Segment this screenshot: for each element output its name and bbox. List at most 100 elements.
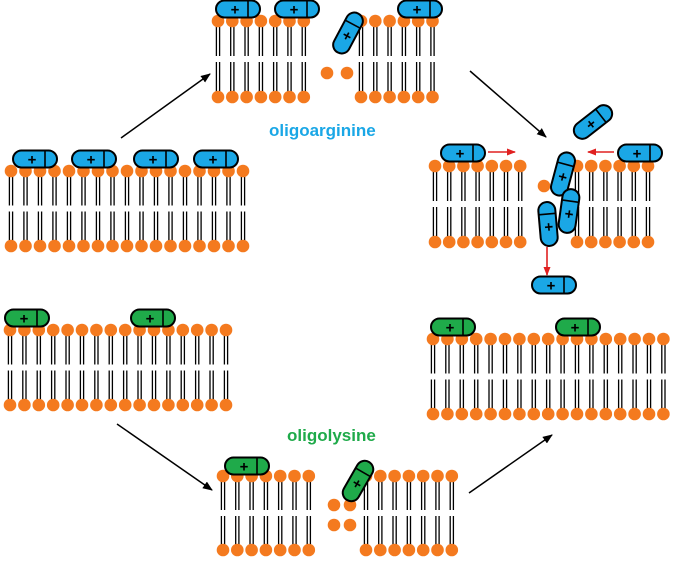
lipid-head — [46, 323, 60, 337]
lipid-head — [441, 407, 454, 421]
lipid-head — [471, 235, 484, 249]
lipid-head — [613, 332, 627, 346]
lipid-head — [118, 398, 132, 412]
lipid-head — [431, 543, 444, 557]
lipid-head — [4, 164, 18, 178]
lipid-head — [585, 407, 598, 421]
lipid-head — [207, 239, 221, 253]
lipid-head — [106, 239, 119, 253]
oligoarginine-peptide: + — [71, 149, 117, 169]
lipid-head — [426, 407, 440, 421]
oligolysine-peptide: + — [341, 459, 375, 503]
lipid-head — [62, 164, 76, 178]
oligoarginine-peptide: + — [397, 0, 443, 19]
lipid-head — [211, 90, 225, 104]
lipid-head — [222, 239, 235, 253]
lipid-head — [613, 407, 627, 421]
lipid-head — [176, 398, 190, 412]
lipid-head — [485, 235, 499, 249]
lipid-head — [359, 543, 373, 557]
oligoarginine-peptide: + — [537, 201, 559, 247]
oligoarginine-peptide: + — [133, 149, 179, 169]
pore-lipid-head — [340, 66, 354, 80]
oligolysine-peptide: + — [430, 317, 476, 337]
oligoarginine-peptide: + — [531, 275, 577, 295]
lipid-head — [471, 159, 484, 173]
oligoarginine-peptide: + — [12, 149, 58, 169]
lipid-head — [584, 159, 598, 173]
oligolysine-peptide: + — [130, 308, 176, 328]
lipid-head — [236, 164, 250, 178]
lipid-head — [18, 398, 31, 412]
lipid-head — [613, 235, 626, 249]
lipid-head — [457, 235, 470, 249]
lipid-head — [75, 398, 89, 412]
lipid-head — [90, 323, 103, 337]
lipid-head — [149, 239, 163, 253]
lipid-head — [499, 159, 513, 173]
lipid-head — [245, 543, 258, 557]
lipid-head — [33, 239, 47, 253]
lipid-head — [162, 398, 175, 412]
membrane-bottom-center — [216, 469, 459, 557]
lipid-head — [19, 239, 32, 253]
lipid-head — [570, 235, 584, 249]
oligoarginine-peptide: + — [193, 149, 239, 169]
lipid-head — [499, 235, 513, 249]
charge-plus-label: + — [209, 152, 218, 169]
lipid-head — [469, 332, 483, 346]
charge-plus-label: + — [561, 208, 579, 219]
charge-plus-label: + — [20, 311, 29, 328]
lipid-head — [527, 407, 541, 421]
oligoarginine-peptide: + — [572, 104, 614, 140]
pore-lipid-head — [327, 518, 341, 532]
lipid-head — [484, 332, 497, 346]
oligoarginine-peptide: + — [617, 143, 663, 163]
lipid-head — [120, 239, 134, 253]
lipid-head — [383, 90, 396, 104]
lipid-head — [397, 90, 411, 104]
lipid-head — [411, 90, 425, 104]
lipid-head — [273, 469, 287, 483]
lipid-head — [613, 159, 626, 173]
lipid-head — [91, 239, 105, 253]
lipid-head — [527, 332, 541, 346]
lipid-head — [599, 332, 613, 346]
lipid-head — [657, 332, 670, 346]
lipid-head — [75, 323, 89, 337]
lipid-head — [104, 398, 118, 412]
lipid-head — [48, 239, 61, 253]
oligolysine-peptide: + — [224, 456, 270, 476]
lipid-head — [641, 159, 655, 173]
lipid-head — [498, 407, 512, 421]
lipid-head — [178, 239, 192, 253]
lipid-head — [426, 90, 439, 104]
lipid-head — [268, 14, 282, 28]
lipid-head — [484, 407, 497, 421]
lipid-head — [570, 407, 584, 421]
oligoarginine-peptide: + — [332, 11, 364, 55]
pore-lipid-head — [320, 66, 334, 80]
charge-plus-label: + — [413, 2, 422, 19]
pore-lipid-head — [327, 498, 341, 512]
oligoarginine-peptide: + — [557, 188, 581, 234]
lipid-head — [283, 90, 296, 104]
lipid-head — [627, 159, 641, 173]
charge-plus-label: + — [547, 278, 556, 295]
lipid-head — [642, 332, 656, 346]
lipid-head — [226, 90, 239, 104]
oligolysine-label: oligolysine — [287, 426, 376, 445]
lipid-head — [599, 159, 612, 173]
lipid-head — [4, 239, 18, 253]
lipid-head — [231, 543, 244, 557]
oligoarginine-peptide: + — [215, 0, 261, 19]
charge-plus-label: + — [87, 152, 96, 169]
lipid-head — [61, 398, 74, 412]
charge-plus-label: + — [290, 2, 299, 19]
lipid-head — [485, 159, 499, 173]
lipid-head — [428, 159, 442, 173]
lipid-head — [541, 407, 555, 421]
oligoarginine-peptide: + — [550, 151, 576, 197]
membrane-left-lower — [3, 323, 233, 412]
